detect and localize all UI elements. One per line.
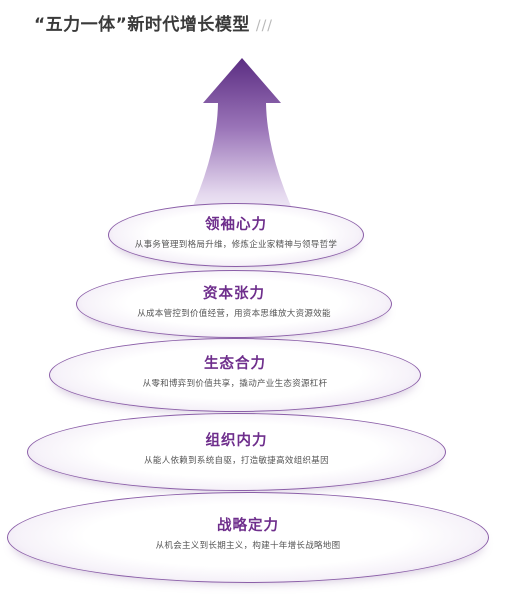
layer-organization: 组织内力 从能人依赖到系统自驱，打造敏捷高效组织基因: [27, 413, 446, 491]
layer-description: 从事务管理到格局升维，修炼企业家精神与领导哲学: [134, 240, 338, 250]
layer-description: 从成本管控到价值经营，用资本思维放大资源效能: [137, 309, 331, 319]
layer-description: 从能人依赖到系统自驱，打造敏捷高效组织基因: [144, 456, 329, 466]
layer-title: 资本张力: [203, 286, 265, 302]
layer-title: 组织内力: [205, 433, 268, 449]
layer-title: 领袖心力: [205, 217, 267, 233]
layer-description: 从零和博弈到价值共享，撬动产业生态资源杠杆: [142, 379, 328, 389]
page-title: “五力一体”新时代增长模型: [34, 15, 250, 35]
layer-strategy: 战略定力 从机会主义到长期主义，构建十年增长战略地图: [7, 492, 489, 583]
page-header: “五力一体”新时代增长模型 ///: [34, 10, 273, 36]
layer-description: 从机会主义到长期主义，构建十年增长战略地图: [155, 541, 341, 551]
title-slash-decoration: ///: [255, 18, 274, 34]
layer-title: 生态合力: [204, 356, 266, 372]
layer-title: 战略定力: [217, 518, 279, 534]
growth-arrow-icon: [181, 58, 303, 232]
layer-ecosystem: 生态合力 从零和博弈到价值共享，撬动产业生态资源杠杆: [49, 338, 421, 412]
layer-capital: 资本张力 从成本管控到价值经营，用资本思维放大资源效能: [76, 270, 392, 338]
layer-leadership: 领袖心力 从事务管理到格局升维，修炼企业家精神与领导哲学: [108, 203, 364, 267]
